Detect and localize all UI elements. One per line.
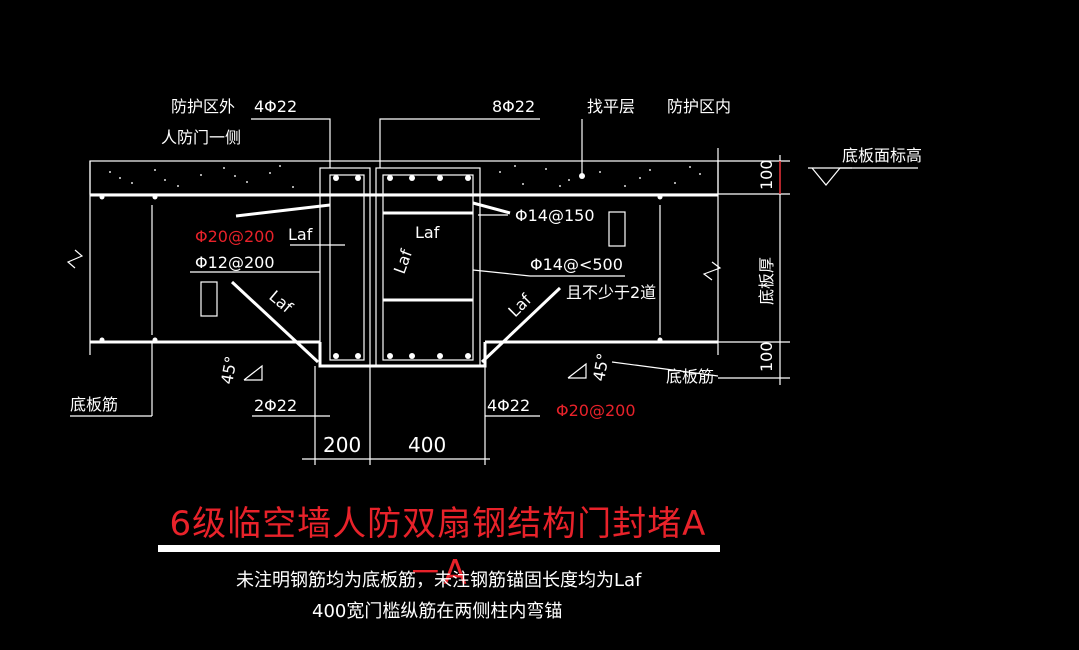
- sump-outline: [318, 342, 487, 368]
- label-laf-diag-left: Laf: [265, 287, 296, 317]
- label-angle-left: 45°: [217, 354, 241, 385]
- opening-left: [200, 281, 218, 317]
- label-dim-400: 400: [408, 433, 446, 457]
- angle-mark-left: [243, 364, 263, 381]
- diag-bar-upper-left: [235, 203, 331, 218]
- diag-bar-left: [230, 280, 320, 364]
- label-laf-center: Laf: [415, 223, 440, 242]
- note-line-2: 400宽门槛纵筋在两侧柱内弯锚: [312, 601, 563, 622]
- leveling-layer-hatch: [109, 165, 701, 188]
- rebar-dots: [99, 173, 663, 359]
- label-outside-zone: 防护区外: [171, 97, 235, 116]
- label-red-spacing-left: Φ20@200: [195, 227, 275, 246]
- label-rebar-top-right: 8Φ22: [492, 97, 535, 116]
- label-laf-left: Laf: [288, 225, 313, 244]
- label-rebar-bottom-right: 4Φ22: [487, 396, 530, 415]
- label-red-spacing-right: Φ20@200: [556, 401, 636, 420]
- break-mark-right: [702, 261, 722, 281]
- stirrup-right: [382, 174, 474, 361]
- door-column-left: [319, 167, 371, 367]
- label-door-side: 人防门一侧: [161, 128, 241, 147]
- label-tie-14-500: Φ14@<500: [530, 255, 623, 274]
- label-inside-zone: 防护区内: [667, 97, 731, 116]
- label-dim-100-top: 100: [757, 159, 776, 190]
- label-slab-thickness: 底板厚: [757, 257, 776, 305]
- drawing-title: 6级临空墙人防双扇钢结构门封堵A－A: [169, 504, 707, 593]
- leader-top-right: [379, 118, 540, 168]
- diag-bar-right: [480, 286, 562, 364]
- opening-right: [608, 211, 626, 247]
- door-column-right: [375, 167, 481, 367]
- leader-slab-right: [611, 361, 719, 377]
- label-dim-200: 200: [323, 433, 361, 457]
- elevation-triangle: [811, 167, 841, 186]
- diag-bar-lower-right: [472, 269, 531, 277]
- label-tie-min: 且不少于2道: [566, 283, 656, 302]
- diag-bar-upper-right: [472, 201, 511, 215]
- label-slab-rebar-left: 底板筋: [70, 395, 118, 414]
- label-rebar-bottom-left: 2Φ22: [254, 396, 297, 415]
- label-angle-right: 45°: [589, 351, 613, 382]
- angle-mark-right: [567, 362, 587, 379]
- leveling-layer-band: [89, 160, 719, 195]
- title-underline: [158, 545, 720, 552]
- note-line-1: 未注明钢筋均为底板筋，未注钢筋锚固长度均为Laf: [236, 570, 642, 591]
- label-dim-100-bottom: 100: [757, 341, 776, 372]
- label-rebar-top-left: 4Φ22: [254, 97, 297, 116]
- stirrup-left: [329, 174, 365, 361]
- leader-top-left: [251, 118, 331, 168]
- label-tie-12: Φ12@200: [195, 253, 275, 272]
- label-laf-vertical: Laf: [390, 247, 416, 277]
- label-slab-rebar-right: 底板筋: [666, 367, 714, 386]
- label-leveling-layer: 找平层: [587, 97, 635, 116]
- break-mark-left: [66, 249, 84, 269]
- label-slab-top-elev: 底板面标高: [842, 146, 922, 165]
- label-tie-14-150: Φ14@150: [515, 206, 595, 225]
